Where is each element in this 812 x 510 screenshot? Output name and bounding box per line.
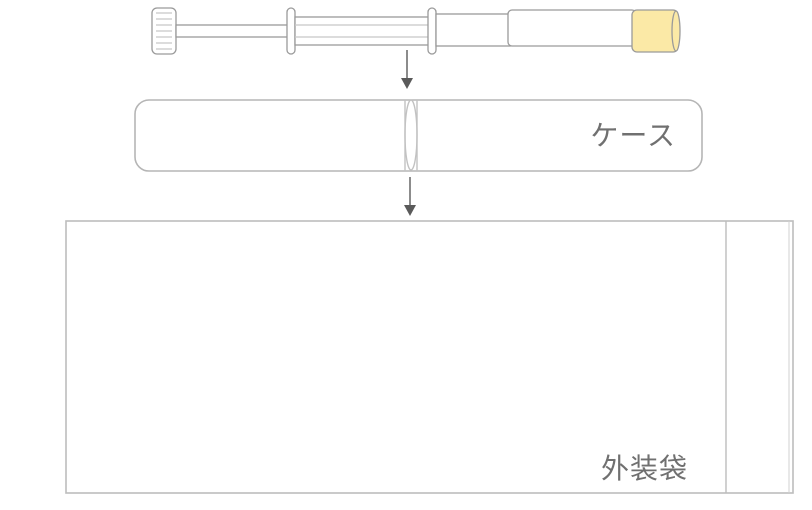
case-label: ケース [590, 119, 676, 152]
syringe-neck [435, 13, 511, 47]
rear-flange [286, 7, 296, 55]
plunger-knob [151, 7, 177, 55]
syringe-barrel [294, 16, 432, 46]
outer-bag-outline [65, 220, 794, 494]
plunger-rod [175, 24, 289, 38]
syringe-illustration [151, 7, 681, 55]
case-outline [134, 99, 703, 172]
outer-bag-illustration: 外装袋 [65, 220, 794, 494]
syringe-tip-body [507, 9, 637, 47]
front-flange [427, 7, 437, 55]
arrow-down-icon [404, 177, 416, 216]
case-illustration: ケース [134, 99, 703, 172]
arrow-down-icon [401, 50, 413, 89]
case-seam [404, 99, 418, 171]
outer-bag-label: 外装袋 [601, 452, 688, 485]
syringe-cap [631, 9, 681, 53]
